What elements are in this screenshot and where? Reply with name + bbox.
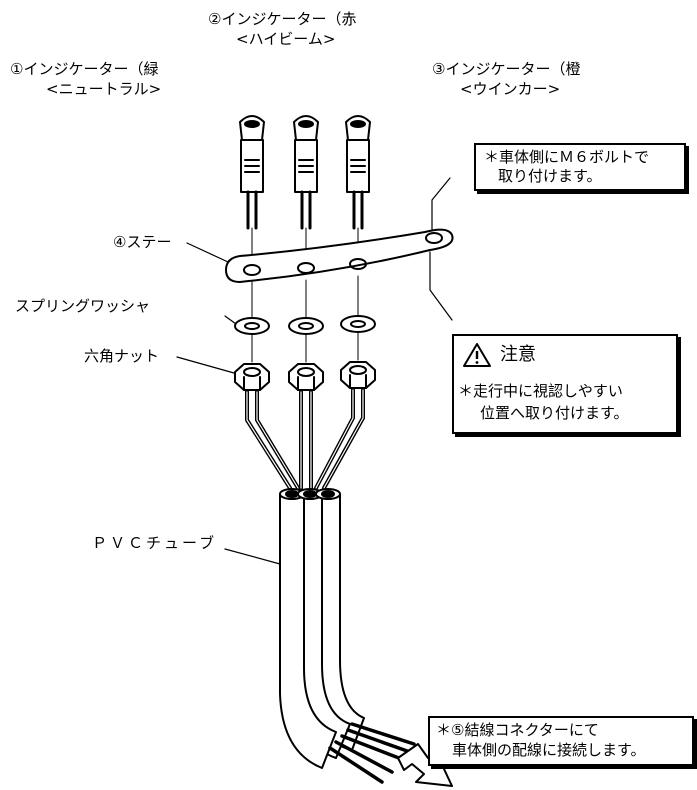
bolt-note-line2: 取り付けます。 (498, 167, 602, 185)
connector-note-box: ＊⑤結線コネクターにて 車体側の配線に接続します。 (428, 716, 694, 766)
spring-washers (234, 315, 376, 335)
wires-lower (328, 722, 416, 784)
spring-washer-label: スプリングワッシャ (15, 297, 151, 315)
caution-line2: 位置へ取り付けます。 (480, 404, 629, 422)
indicator1-label-line2: <ニュートラル> (46, 80, 162, 98)
indicator-lamp-1 (239, 115, 265, 256)
hex-nut-label: 六角ナット (84, 347, 160, 365)
indicator-lamp-3 (345, 115, 371, 256)
arrow-down-right-icon (397, 743, 453, 787)
indicator-lamp-2 (293, 115, 319, 256)
indicator2-label-line1: ②インジケーター（赤 (208, 10, 357, 28)
connector-note-line2: 車体側の配線に接続します。 (452, 741, 646, 759)
warning-triangle-icon (463, 343, 491, 367)
indicator3-label-line1: ③インジケーター（橙 (432, 60, 581, 78)
hex-nuts (234, 361, 376, 391)
wires-upper (245, 388, 365, 490)
caution-note-box: 注意 ＊走行中に視認しやすい 位置へ取り付けます。 (452, 334, 678, 434)
indicator1-label-line1: ①インジケーター（緑 (10, 60, 159, 78)
indicator3-label-line2: <ウインカー> (460, 80, 561, 98)
caution-line1: ＊走行中に視認しやすい (458, 382, 623, 400)
connector-note-line1: ＊⑤結線コネクターにて (436, 721, 599, 739)
bolt-note-box: ＊車体側にＭ６ボルトで 取り付けます。 (474, 143, 686, 191)
stay-bracket (225, 228, 454, 283)
pvc-tubes (279, 488, 365, 769)
caution-title: 注意 (500, 344, 536, 365)
pvc-tube-label: ＰＶＣチューブ (92, 534, 218, 552)
indicator2-label-line2: <ハイビーム> (236, 30, 336, 48)
leader-lines (176, 177, 453, 565)
bolt-note-line1: ＊車体側にＭ６ボルトで (484, 148, 650, 166)
stay-label: ④ステー (113, 233, 172, 251)
